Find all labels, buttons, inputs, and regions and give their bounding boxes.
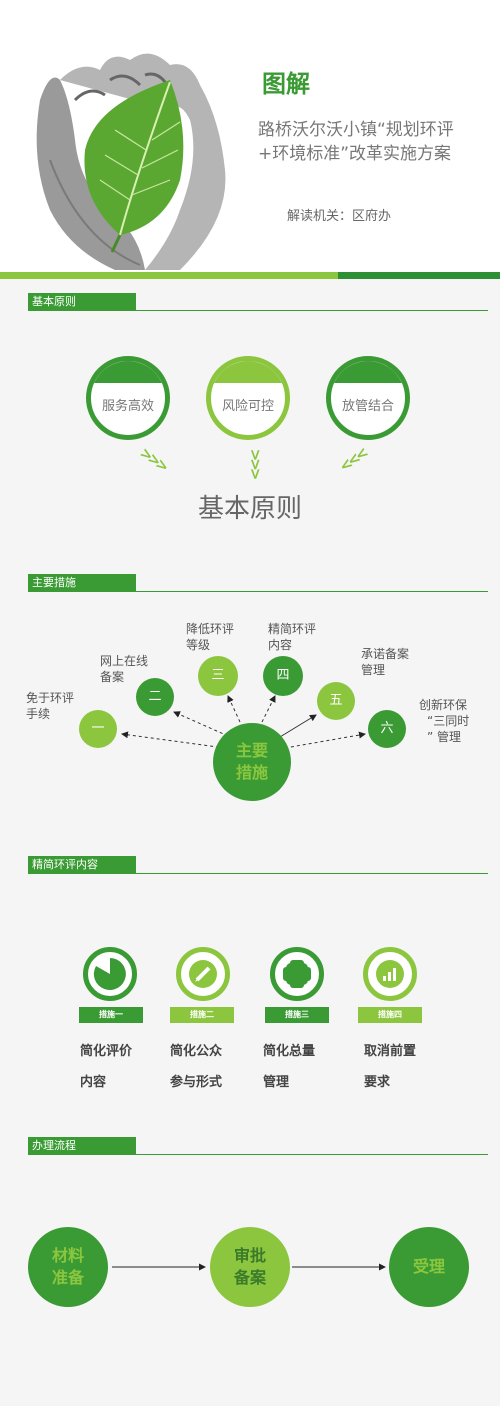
simplify-caption-2: 简化公众参与形式 [170,1044,223,1090]
chevron-down-icon: >>> [246,448,265,478]
simplify-caption-3: 简化总量管理 [263,1044,316,1090]
principle-ring-2: 风险可控 [206,356,290,440]
chip-icon [270,947,324,1001]
measure-label-4: 精简环评内容 [268,622,317,652]
measure-node-6: 六 [368,710,406,748]
measure-node-3: 三 [198,656,238,696]
measure-tag-1: 措施一 [79,1007,143,1023]
measure-tag-2: 措施二 [170,1007,234,1023]
measure-label-6: 创新环保 “三同时 ” 管理 [419,698,470,744]
issuer-text: 解读机关：区府办 [287,209,392,224]
section-line-process [28,1154,488,1155]
section-line-measures [28,591,488,592]
principle-label: 服务高效 [101,399,154,414]
bar-chart-icon [363,947,417,1001]
measure-node-2: 二 [136,678,174,716]
pencil-icon [176,947,230,1001]
chevron-icon: >>> [136,443,171,475]
page-title: 图解 [262,70,310,98]
chevron-icon: >>> [338,443,373,475]
hands-leaf-illustration [36,53,226,270]
measure-label-1: 免于环评手续 [26,691,75,721]
section-tab-measures: 主要措施 [28,574,136,592]
principles-caption: 基本原则 [197,494,302,524]
process-step-1: 材料准备 [28,1227,108,1307]
process-step-2: 审批备案 [210,1227,290,1307]
principle-label: 放管结合 [341,399,394,414]
measures-center-node: 主要 措施 [213,723,291,801]
measure-label-2: 网上在线备案 [100,654,149,684]
section-tab-simplify: 精简环评内容 [28,856,136,874]
principle-ring-1: 服务高效 [86,356,170,440]
section-line-simplify [28,873,488,874]
measure-label-5: 承诺备案管理 [361,647,410,677]
section-line-basic [28,310,488,311]
measure-tag-3: 措施三 [265,1007,329,1023]
measure-tag-4: 措施四 [358,1007,422,1023]
simplify-caption-1: 简化评价内容 [80,1044,133,1090]
process-step-3: 受理 [389,1227,469,1307]
section-tab-process: 办理流程 [28,1137,136,1155]
principle-ring-3: 放管结合 [326,356,410,440]
header-divider-light [0,272,338,279]
page-subtitle: 路桥沃尔沃小镇“规划环评 +环境标准”改革实施方案 [258,120,454,164]
simplify-caption-4: 取消前置要求 [364,1044,417,1090]
process-arrows [112,1263,386,1271]
pie-chart-icon [83,947,137,1001]
measure-node-1: 一 [79,710,117,748]
principle-label: 风险可控 [221,399,274,414]
measures-connectors [121,695,366,749]
measure-label-3: 降低环评等级 [186,622,235,652]
measure-node-5: 五 [317,682,355,720]
measure-node-4: 四 [263,656,303,696]
section-tab-basic: 基本原则 [28,293,136,311]
header-divider-dark [338,272,500,279]
